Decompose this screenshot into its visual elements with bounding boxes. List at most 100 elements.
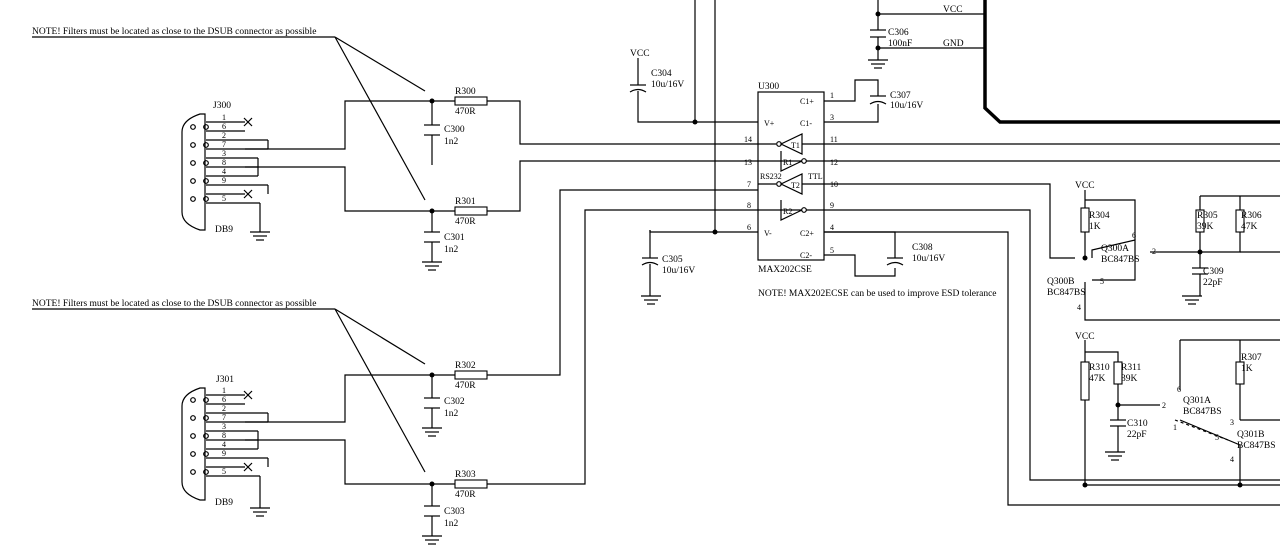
j301-pin: 5: [222, 467, 226, 476]
resistor-r306: [1235, 209, 1245, 233]
q300a-ref: Q300A: [1101, 244, 1129, 254]
note-dsub-bottom: NOTE! Filters must be located as close t…: [32, 299, 316, 309]
r306-ref: R306: [1241, 211, 1262, 221]
resistor-r303: [454, 479, 488, 489]
resistor-r305: [1195, 209, 1205, 233]
u300-t2: T2: [791, 181, 800, 190]
c303-ref: C303: [444, 507, 465, 517]
r303-value: 470R: [455, 490, 476, 500]
u300-ttl: TTL: [808, 172, 823, 181]
note-dsub-top: NOTE! Filters must be located as close t…: [32, 27, 316, 37]
u300-rs232: RS232: [760, 172, 782, 181]
u300-pin: 13: [744, 158, 752, 167]
u300-c1m: C1-: [800, 119, 812, 128]
r300-ref: R300: [455, 87, 476, 97]
u300-pin: 6: [747, 223, 751, 232]
j300-pin: 8: [222, 158, 226, 167]
u300-t1: T1: [791, 141, 800, 150]
c307-ref: C307: [890, 91, 911, 101]
c306-ref: C306: [888, 28, 909, 38]
u300-pin: 4: [830, 223, 834, 232]
c304-value: 10u/16V: [651, 80, 684, 90]
u300-pin: 14: [744, 135, 752, 144]
q300a-part: BC847BS: [1101, 255, 1140, 265]
ic-u300: U300 MAX202CSE V+ V- C1+ C1- C2+ C2- RS2…: [744, 82, 838, 275]
r305-value: 39K: [1197, 222, 1214, 232]
r310-ref: R310: [1089, 363, 1110, 373]
j300-pin: 9: [222, 176, 226, 185]
q300b-pin: 4: [1077, 303, 1081, 312]
u300-pin: 9: [830, 201, 834, 210]
j300-ref: J300: [213, 101, 231, 111]
u300-pin: 1: [830, 91, 834, 100]
c306-value: 100nF: [888, 39, 912, 49]
q301a-ref: Q301A: [1183, 396, 1211, 406]
c301-value: 1n2: [444, 245, 459, 255]
q300b-part: BC847BS: [1047, 288, 1086, 298]
j301-pin: 7: [222, 413, 226, 422]
c310-ref: C310: [1127, 419, 1148, 429]
u300-pin: 5: [830, 246, 834, 255]
r303-ref: R303: [455, 470, 476, 480]
c309-ref: C309: [1203, 267, 1224, 277]
r305-ref: R305: [1197, 211, 1218, 221]
note-esd: NOTE! MAX202ECSE can be used to improve …: [758, 289, 997, 299]
u300-pin: 11: [830, 135, 838, 144]
resistor-r301: [454, 206, 488, 216]
q301b-part: BC847BS: [1237, 441, 1276, 451]
c300-ref: C300: [444, 125, 465, 135]
q301b-ref: Q301B: [1237, 430, 1264, 440]
u300-ref: U300: [758, 82, 779, 92]
u300-vminus: V-: [764, 229, 772, 238]
r301-value: 470R: [455, 217, 476, 227]
q300b-pin: 5: [1100, 277, 1104, 286]
r302-ref: R302: [455, 361, 476, 371]
u300-r1: R1: [783, 158, 792, 167]
q301a-pin: 1: [1173, 423, 1177, 432]
ground-symbols: [250, 59, 1202, 545]
j301-pin: 3: [222, 422, 226, 431]
u300-pin: 12: [830, 158, 838, 167]
c307-value: 10u/16V: [890, 101, 923, 111]
r301-ref: R301: [455, 197, 476, 207]
connector-j301: J301 1 6 2 7 3 8 4 9 5 DB9: [181, 375, 269, 508]
resistor-r307: [1235, 361, 1245, 385]
q301a-part: BC847BS: [1183, 407, 1222, 417]
j301-pin: 2: [222, 404, 226, 413]
j301-pin: 6: [222, 395, 226, 404]
r300-value: 470R: [455, 107, 476, 117]
j300-pin: 2: [222, 131, 226, 140]
net-gnd: GND: [943, 39, 964, 49]
c310-value: 22pF: [1127, 430, 1147, 440]
r310-value: 47K: [1089, 374, 1106, 384]
u300-vplus: V+: [764, 119, 775, 128]
board-outline: [983, 0, 1280, 124]
c308-ref: C308: [912, 243, 933, 253]
u300-pin: 8: [747, 201, 751, 210]
r307-ref: R307: [1241, 353, 1262, 363]
q301b-pin: 4: [1230, 455, 1234, 464]
c302-ref: C302: [444, 397, 465, 407]
j300-type: DB9: [215, 225, 233, 235]
r307-value: 1K: [1241, 364, 1253, 374]
r304-value: 1K: [1089, 222, 1101, 232]
resistor-r302: [454, 370, 488, 380]
resistor-r300: [454, 96, 488, 106]
c300-value: 1n2: [444, 137, 459, 147]
j300-pin: 5: [222, 194, 226, 203]
j301-ref: J301: [216, 375, 234, 385]
net-vcc: VCC: [943, 5, 963, 15]
r304-ref: R304: [1089, 211, 1110, 221]
u300-pin: 3: [830, 113, 834, 122]
q300a-pin: 2: [1152, 247, 1156, 256]
q300-vcc: VCC: [1075, 181, 1095, 191]
j301-pin: 9: [222, 449, 226, 458]
j300-pin: 1: [222, 113, 226, 122]
c309-value: 22pF: [1203, 278, 1223, 288]
q300a-pin: 6: [1132, 231, 1136, 240]
q301b-pin: 5: [1215, 433, 1219, 442]
j300-pin: 6: [222, 122, 226, 131]
c303-value: 1n2: [444, 519, 459, 529]
c305-ref: C305: [662, 255, 683, 265]
